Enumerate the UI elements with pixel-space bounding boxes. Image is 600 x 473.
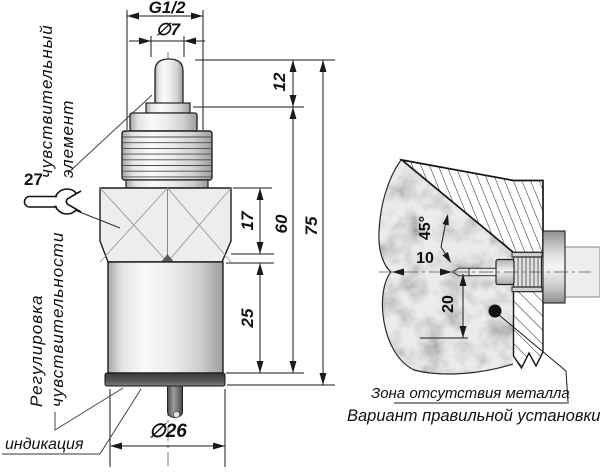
sensing-tip	[154, 58, 184, 105]
wrench-icon	[23, 188, 82, 215]
sensitive-element-label: чувствительный элемент	[36, 24, 78, 178]
arrowhead	[440, 268, 452, 276]
tip-collar-large	[129, 112, 198, 132]
adjustment-line1: Регулировка	[27, 294, 46, 407]
dim-label-17: 17	[238, 211, 257, 231]
installation-caption: Вариант правильной установки	[347, 407, 600, 425]
arrowhead	[213, 442, 225, 450]
indication-band	[104, 372, 226, 387]
arrowhead	[289, 60, 297, 72]
arrowhead	[442, 252, 451, 263]
arrowhead	[459, 274, 467, 286]
nut-bottom-notch	[161, 254, 174, 262]
thread-section	[121, 130, 213, 181]
sensitive-element-leader	[67, 94, 153, 174]
sensitive-element-line2: элемент	[58, 99, 77, 178]
dim-20	[420, 274, 468, 339]
dim-label-body-diameter: ∅26	[149, 421, 187, 442]
wrench-size-label: 27	[24, 170, 43, 189]
zone-leader-line	[498, 314, 569, 403]
sensor-rear-barrel	[542, 230, 566, 304]
dimension-graphics	[109, 10, 335, 467]
wall-bottom-hatch	[512, 290, 544, 370]
thread-base-collar	[125, 179, 209, 189]
arrowhead	[289, 361, 297, 373]
arrowhead	[256, 242, 264, 254]
cable-end-highlight	[172, 410, 181, 419]
adjustment-line2: чувствительности	[48, 231, 67, 407]
no-metal-zone-label: Зона отсутствия металла	[371, 385, 570, 402]
arrowhead	[256, 188, 264, 200]
wall-chamfer-hatch	[398, 158, 544, 254]
arrowhead	[127, 12, 139, 20]
tip-collar-small	[145, 102, 191, 114]
arrowhead	[110, 442, 122, 450]
dim-label-thread: G1/2	[148, 0, 186, 17]
arrowhead	[184, 37, 196, 45]
arrowhead	[319, 60, 327, 72]
zone-marker-dot	[488, 304, 502, 318]
arrowhead	[319, 373, 327, 385]
arrowhead	[289, 95, 297, 107]
indication-label: индикация	[5, 436, 84, 453]
dim-label-75: 75	[302, 216, 321, 236]
arrowhead	[256, 263, 264, 275]
dim-label-tip-diameter: ∅7	[155, 20, 181, 39]
indication-leader	[99, 388, 142, 455]
dim-label-10: 10	[416, 250, 434, 267]
arrowhead	[289, 107, 297, 119]
sensor-front-view	[2, 10, 335, 468]
dim-label-12: 12	[270, 72, 289, 92]
sensitivity-adjustment-label: Регулировка чувствительности	[26, 232, 68, 407]
arrowhead	[256, 361, 264, 373]
nut-cross-lines	[99, 187, 232, 263]
arrowhead	[442, 214, 449, 226]
dim-10	[392, 268, 452, 276]
thread-lines	[123, 136, 211, 178]
dim-label-45deg: 45°	[417, 215, 434, 241]
hex-nut	[99, 187, 232, 263]
dim-45deg	[440, 214, 451, 263]
arrowhead	[392, 268, 404, 276]
dim-label-60: 60	[272, 214, 291, 234]
adjustment-leader	[54, 387, 124, 431]
body-cylinder	[107, 261, 224, 374]
mount-flange-top	[511, 252, 543, 258]
dim-label-20: 20	[440, 295, 457, 313]
arrowhead	[139, 37, 151, 45]
no-metal-zone-outline	[378, 159, 514, 375]
mount-flange-bottom	[511, 286, 543, 292]
arrowhead	[191, 12, 203, 20]
dim-label-25: 25	[238, 308, 257, 328]
installation-view	[378, 158, 600, 404]
arrowhead	[459, 326, 467, 338]
sensitive-element-line1: чувствительный	[37, 24, 56, 178]
